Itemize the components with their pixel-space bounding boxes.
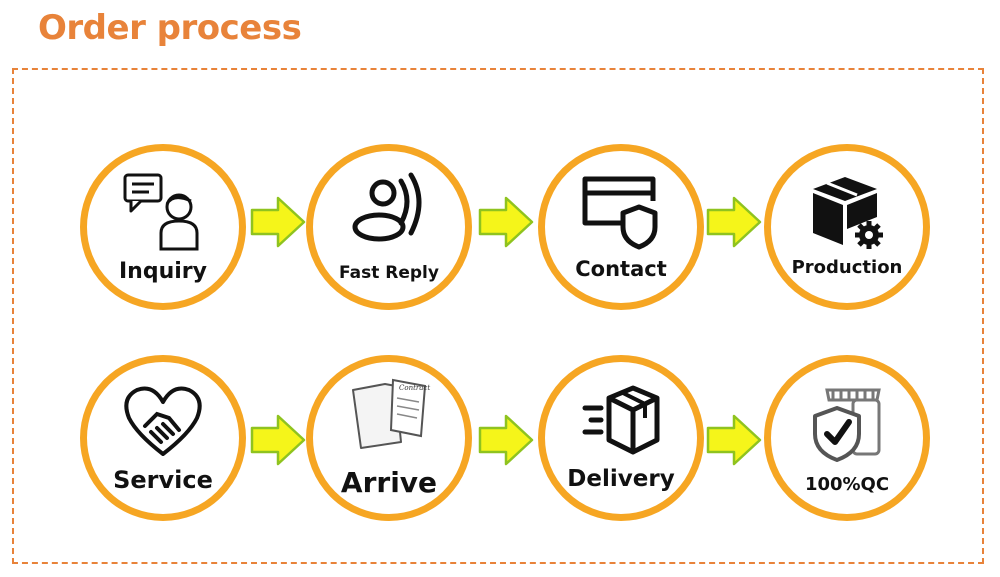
step-label: Production: [791, 257, 903, 278]
step-fast-reply: Fast Reply: [306, 144, 472, 310]
quality-shield-check-icon: [813, 388, 881, 462]
step-production: Production: [764, 144, 930, 310]
delivery-box-icon: [582, 385, 660, 455]
step-label: 100%QC: [804, 474, 890, 495]
step-label: Service: [113, 466, 213, 494]
step-inquiry: Inquiry: [80, 144, 246, 310]
step-service: Service: [80, 355, 246, 521]
voice-reply-icon: [352, 172, 422, 242]
step-label: Delivery: [567, 466, 675, 492]
svg-text:Contract: Contract: [399, 384, 430, 392]
step-qc: 100%QC: [764, 355, 930, 521]
arrow-right-icon: [478, 196, 534, 248]
boxes-gear-icon: [813, 177, 883, 249]
step-label: Contact: [575, 257, 667, 281]
arrow-right-icon: [706, 196, 762, 248]
step-contact: Contact: [538, 144, 704, 310]
arrow-right-icon: [250, 196, 306, 248]
contract-documents-icon: Contract: [352, 378, 430, 449]
step-label: Fast Reply: [339, 263, 439, 283]
arrow-right-icon: [706, 414, 762, 466]
step-delivery: Delivery: [538, 355, 704, 521]
process-frame: [12, 68, 984, 564]
person-chat-icon: [123, 173, 199, 251]
arrow-right-icon: [250, 414, 306, 466]
step-arrive: Contract Arrive: [306, 355, 472, 521]
page-title: Order process: [38, 8, 302, 48]
step-label: Arrive: [340, 466, 438, 499]
arrow-right-icon: [478, 414, 534, 466]
step-label: Inquiry: [119, 259, 207, 284]
payment-card-shield-icon: [582, 176, 658, 250]
handshake-heart-icon: [124, 386, 202, 456]
